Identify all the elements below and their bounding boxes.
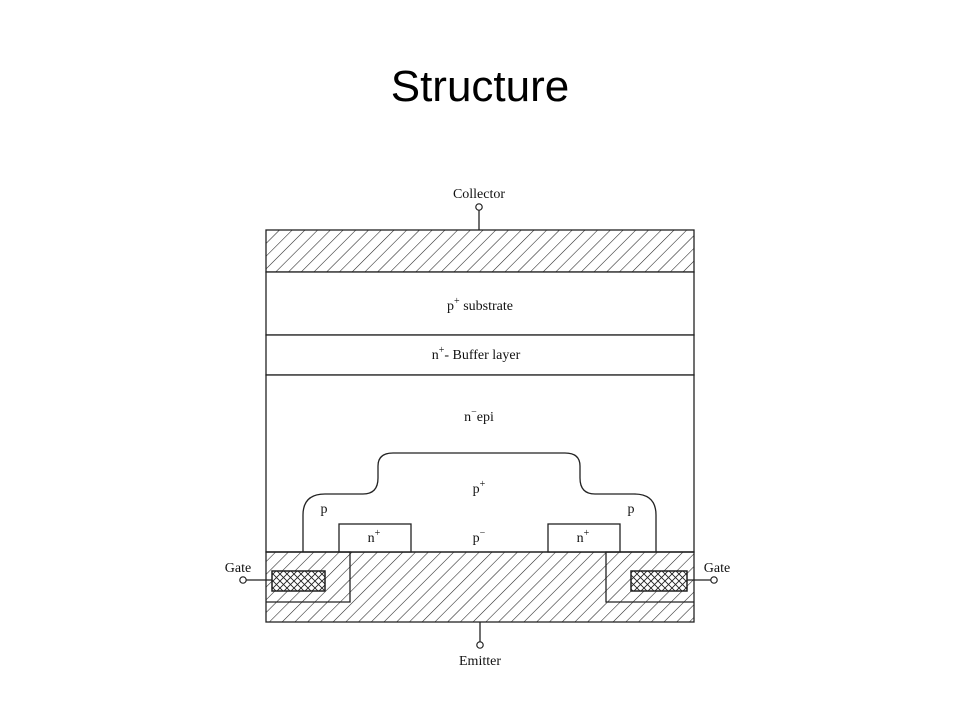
gate-left-label: Gate (225, 561, 251, 576)
gate-terminal-left: Gate (225, 561, 272, 584)
p-plus-label: p+ (473, 479, 486, 497)
substrate-layer (265, 271, 695, 336)
collector-metal (265, 229, 695, 273)
collector-label: Collector (453, 187, 505, 202)
n-plus-left-label: n+ (368, 528, 381, 546)
gate-right-label: Gate (704, 561, 730, 576)
n-plus-right-label: n+ (577, 528, 590, 546)
emitter-terminal: Emitter (459, 622, 501, 669)
p-well-outline (302, 452, 657, 552)
p-left-label: p (321, 502, 328, 517)
gate-oxide-left (266, 551, 351, 603)
n-plus-right-region (547, 523, 621, 553)
p-minus-label: p− (473, 528, 486, 546)
collector-node (475, 203, 483, 211)
gate-terminal-right: Gate (687, 561, 730, 584)
epi-label: n−epi (464, 407, 494, 425)
slide-title: Structure (390, 62, 570, 111)
emitter-node (476, 641, 484, 649)
emitter-label: Emitter (459, 654, 501, 669)
emitter-metal (265, 551, 695, 623)
p-right-label: p (628, 502, 635, 517)
gate-left-node (239, 576, 247, 584)
gate-oxide-right (605, 551, 694, 603)
collector-terminal: Collector (453, 187, 505, 230)
substrate-label: p+ substrate (447, 296, 513, 314)
gate-right-node (710, 576, 718, 584)
buffer-layer (265, 334, 695, 376)
epi-layer (265, 374, 695, 553)
buffer-label: n+- Buffer layer (432, 345, 521, 363)
